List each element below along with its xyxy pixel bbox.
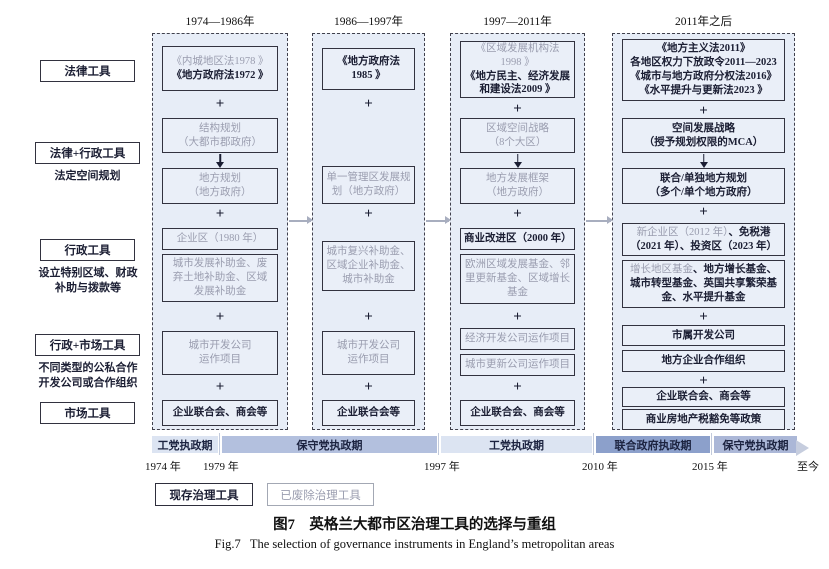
zones-abolished: 新企业区（2012 年）: [636, 226, 729, 238]
period-header-1986-1997: 1986—1997年: [334, 16, 403, 28]
down-arrow-icon: [215, 154, 225, 168]
legend-abolished-tools: 已废除治理工具: [267, 483, 374, 506]
bid-box: 商业改进区（2000 年）: [460, 228, 575, 250]
udp-plan-box: 单一管理区发展规 划（地方政府）: [322, 166, 415, 204]
enterprise-zone-box: 企业区（1980 年）: [162, 228, 278, 250]
plus-sign: +: [215, 206, 225, 222]
timeline-coalition: 联合政府执政期: [596, 436, 710, 453]
plus-sign: +: [215, 309, 225, 325]
law-existing: 《地方政府法1972 》: [171, 69, 269, 81]
category-admin-market-tools: 行政+市场工具: [35, 334, 140, 356]
timeline-tick: [711, 433, 712, 455]
flow-arrow-icon: [426, 217, 451, 224]
joint-local-plan-box: 联合/单独地方规划 （多个/单个地方政府）: [622, 168, 785, 204]
year-label-2015: 2015 年: [692, 461, 728, 473]
period-header-after-2011: 2011年之后: [674, 16, 733, 28]
timeline-tick: [219, 433, 220, 455]
business-associations-box: 企业联合会、商会等: [162, 400, 278, 426]
funds-existing: 、地方增长基金、城市转型基金、英国共享繁荣基金、水平提升基金: [630, 264, 777, 303]
regional-strategy-box: 区域空间战略 （8个大区）: [460, 118, 575, 153]
period-column-4: 《地方主义法2011》 各地区权力下放政令2011—2023 《城市与地方政府分…: [612, 33, 795, 430]
funds-abolished: 增长地区基金: [630, 264, 693, 276]
law-abolished: 《内城地区法1978 》: [171, 55, 269, 67]
urban-renewal-corp-box: 城市更新公司运作项目: [460, 354, 575, 376]
funds-box: 增长地区基金、地方增长基金、城市转型基金、英国共享繁荣基金、水平提升基金: [622, 260, 785, 308]
tax-relief-box: 商业房地产税豁免等政策: [622, 409, 785, 430]
figure-caption-cn: 图7 英格兰大都市区治理工具的选择与重组: [273, 517, 556, 533]
timeline-conservative-1: 保守党执政期: [222, 436, 437, 453]
note-special-zones-grants: 设立特别区域、财政 补助与拨款等: [38, 267, 138, 294]
year-label-1974: 1974 年: [145, 461, 181, 473]
plus-sign: +: [513, 379, 522, 395]
category-legal-admin-tools: 法律+行政工具: [35, 142, 140, 164]
down-arrow-icon: [699, 154, 709, 168]
plus-sign: +: [699, 103, 708, 119]
plus-sign: +: [364, 379, 373, 395]
timeline-tick: [438, 433, 439, 455]
business-associations-box: 企业联合会等: [322, 400, 415, 426]
year-label-2010: 2010 年: [582, 461, 618, 473]
local-plan-box: 地方规划 （地方政府）: [162, 168, 278, 204]
law-abolished: 《区域发展机构法 1998 》: [475, 42, 560, 68]
plus-sign: +: [364, 206, 373, 222]
note-ppp-organizations: 不同类型的公私合作 开发公司或合作组织: [38, 362, 138, 389]
flow-arrow-icon: [289, 217, 313, 224]
year-label-1979: 1979 年: [203, 461, 239, 473]
timeline-arrow-icon: [796, 440, 809, 456]
period-column-1: 《内城地区法1978 》《地方政府法1972 》 + 结构规划 （大都市郡政府）…: [152, 33, 288, 430]
year-label-now: 至今: [797, 461, 819, 473]
category-legal-tools: 法律工具: [40, 60, 135, 82]
timeline-tick: [593, 433, 594, 455]
note-statutory-planning: 法定空间规划: [54, 170, 121, 182]
plus-sign: +: [699, 373, 708, 389]
plus-sign: +: [364, 96, 373, 112]
flow-arrow-icon: [586, 217, 613, 224]
business-associations-box: 企业联合会、商会等: [460, 400, 575, 426]
grants-box: 城市发展补助金、废 弃土地补助金、区域 发展补助金: [162, 254, 278, 302]
plus-sign: +: [513, 101, 522, 117]
local-framework-box: 地方发展框架 （地方政府）: [460, 168, 575, 204]
figure-caption-en: Fig.7 The selection of governance instru…: [214, 537, 615, 551]
grants-box: 欧洲区域发展基金、邻 里更新基金、区域增长 基金: [460, 254, 575, 304]
period-column-3: 《区域发展机构法 1998 》《地方民主、经济发展 和建设法2009 》 + 区…: [450, 33, 585, 430]
period-column-2: 《地方政府法 1985 》 + 单一管理区发展规 划（地方政府） + 城市复兴补…: [312, 33, 425, 430]
business-associations-box: 企业联合会、商会等: [622, 387, 785, 407]
lep-box: 地方企业合作组织: [622, 350, 785, 372]
spatial-strategy-box: 空间发展战略 （授予规划权限的MCA）: [622, 118, 785, 153]
law-acts-box: 《区域发展机构法 1998 》《地方民主、经济发展 和建设法2009 》: [460, 41, 575, 98]
economic-dev-corp-box: 经济开发公司运作项目: [460, 328, 575, 350]
law-existing: 《地方民主、经济发展 和建设法2009 》: [465, 70, 570, 96]
structure-plan-box: 结构规划 （大都市郡政府）: [162, 118, 278, 153]
legend-existing-tools: 现存治理工具: [155, 483, 253, 506]
year-label-1997: 1997 年: [424, 461, 460, 473]
plus-sign: +: [513, 206, 522, 222]
dev-corp-box: 城市开发公司 运作项目: [322, 331, 415, 375]
law-acts-box: 《地方主义法2011》 各地区权力下放政令2011—2023 《城市与地方政府分…: [622, 39, 785, 101]
period-header-1997-2011: 1997—2011年: [483, 16, 552, 28]
law-acts-box: 《内城地区法1978 》《地方政府法1972 》: [162, 46, 278, 91]
period-header-1974-1986: 1974—1986年: [185, 16, 255, 28]
plus-sign: +: [699, 309, 708, 325]
plus-sign: +: [699, 204, 708, 220]
zones-box: 新企业区（2012 年）、免税港（2021 年）、投资区（2023 年）: [622, 223, 785, 256]
category-admin-tools: 行政工具: [40, 239, 135, 261]
timeline-conservative-2: 保守党执政期: [714, 436, 797, 453]
category-market-tools: 市场工具: [40, 402, 135, 424]
zones-existing: 、免税港（2021 年）、投资区（2023 年）: [630, 226, 777, 252]
plus-sign: +: [215, 96, 225, 112]
down-arrow-icon: [513, 154, 523, 168]
dev-corp-box: 城市开发公司 运作项目: [162, 331, 278, 375]
law-acts-box: 《地方政府法 1985 》: [322, 48, 415, 90]
plus-sign: +: [364, 309, 373, 325]
plus-sign: +: [513, 309, 522, 325]
grants-box: 城市复兴补助金、 区域企业补助金、 城市补助金: [322, 241, 415, 291]
timeline-labour-1: 工党执政期: [152, 436, 218, 453]
plus-sign: +: [215, 379, 225, 395]
timeline-labour-2: 工党执政期: [441, 436, 592, 453]
mayoral-dev-corp-box: 市属开发公司: [622, 325, 785, 346]
